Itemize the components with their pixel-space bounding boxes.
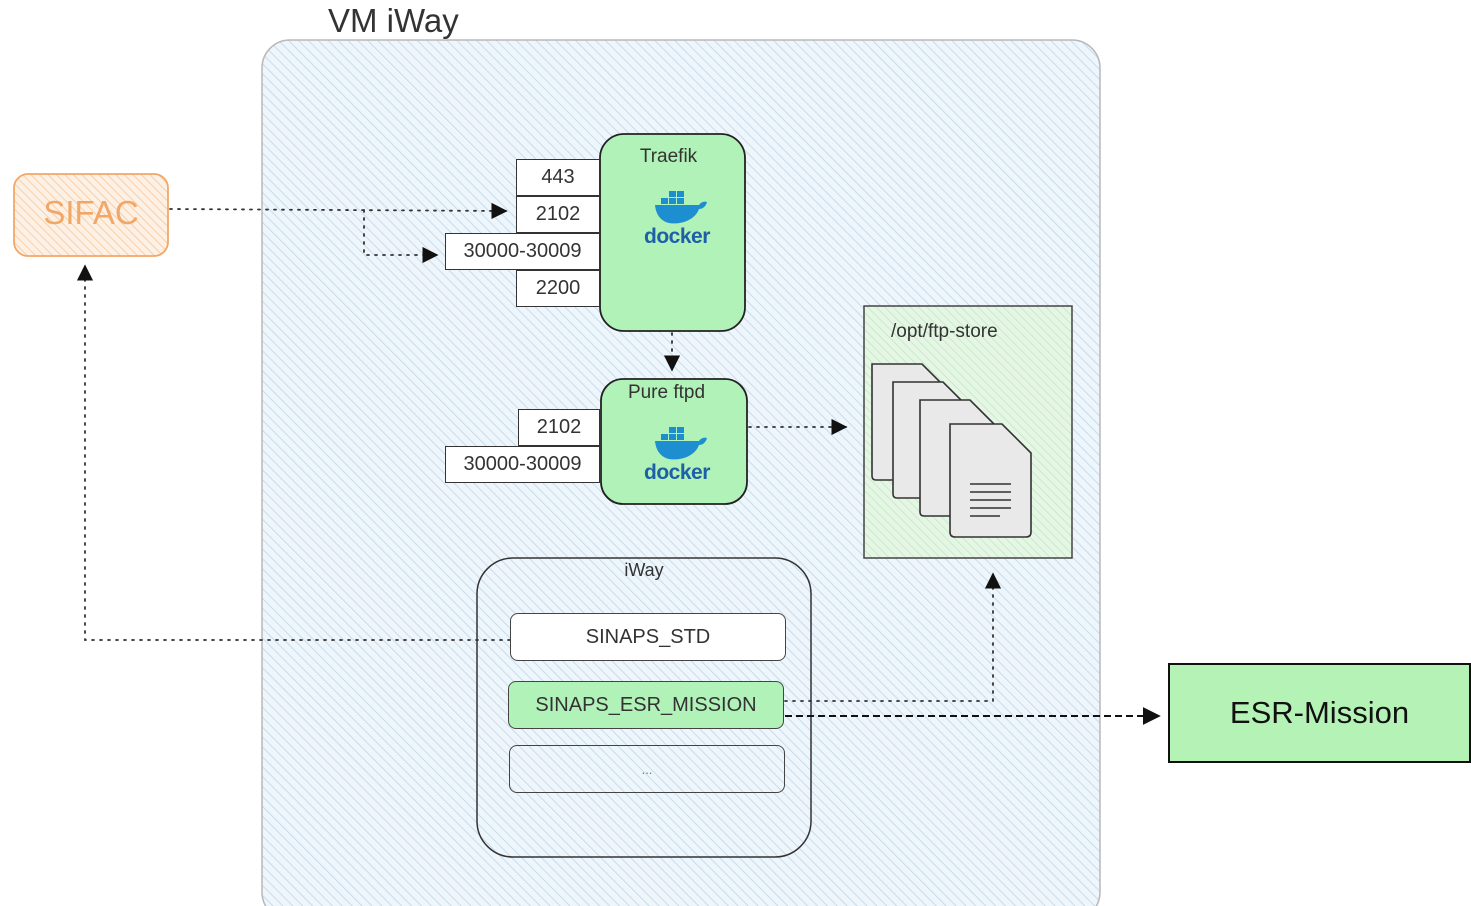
traefik-port: 2200 — [516, 270, 600, 307]
esr-mission-box[interactable]: ESR-Mission — [1168, 663, 1471, 763]
traefik-port: 443 — [516, 159, 600, 196]
traefik-node — [599, 133, 746, 332]
service-sinaps-esr-mission[interactable]: SINAPS_ESR_MISSION — [508, 681, 784, 729]
traefik-port: 2102 — [516, 196, 600, 233]
connector-sifac-2102 — [169, 202, 508, 220]
traefik-port: 30000-30009 — [445, 233, 600, 270]
ftp-store-path: /opt/ftp-store — [891, 321, 998, 342]
docker-whale-icon — [655, 191, 707, 224]
connector-sinaps-std-sifac — [76, 264, 511, 641]
pureftpd-title: Pure ftpd — [627, 382, 706, 403]
docker-logo-text: docker — [644, 461, 710, 484]
connector-esr-mission-store — [784, 572, 1002, 702]
docker-whale-icon — [655, 427, 707, 460]
traefik-title: Traefik — [639, 146, 698, 167]
service-placeholder[interactable]: ... — [509, 745, 785, 793]
sifac-label[interactable]: SIFAC — [43, 194, 139, 231]
sifac-box — [13, 173, 169, 257]
pureftpd-port: 30000-30009 — [445, 446, 600, 483]
documents-icon — [871, 363, 1032, 538]
service-sinaps-std[interactable]: SINAPS_STD — [510, 613, 786, 661]
vm-title: VM iWay — [328, 2, 459, 39]
docker-logo-text: docker — [644, 225, 710, 248]
iway-title: iWay — [624, 560, 664, 580]
pureftpd-port: 2102 — [518, 409, 600, 446]
iway-group — [476, 557, 812, 858]
